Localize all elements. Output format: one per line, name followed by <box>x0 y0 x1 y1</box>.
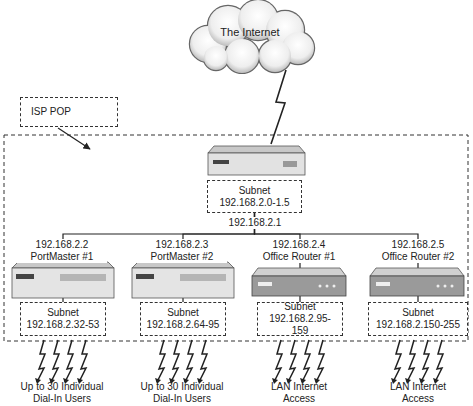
node-text: Subnet 192.168.2.95-159 <box>261 301 339 337</box>
node-text: ISP POP <box>31 106 71 118</box>
device-address: 192.168.2.3 <box>142 239 222 251</box>
user-note: Up to 30 Individual Dial-In Users <box>130 381 234 405</box>
device-name: Office Router #2 <box>370 251 466 263</box>
subnet-box: Subnet 192.168.2.95-159 <box>257 302 343 336</box>
device-address: 192.168.2.4 <box>259 239 339 251</box>
subnet-box: Subnet 192.168.2.32-53 <box>20 302 106 336</box>
device-name: Office Router #1 <box>251 251 347 263</box>
callout-box: ISP POP <box>20 97 118 127</box>
user-note: LAN Internet Access <box>381 381 455 405</box>
office-router-device <box>370 268 464 296</box>
user-note: Up to 30 Individual Dial-In Users <box>10 381 114 405</box>
pop-boundary <box>4 135 468 341</box>
core-router-device <box>208 146 305 175</box>
node-text: Subnet 192.168.2.0-1.5 <box>211 185 298 209</box>
wan-link-bolt <box>271 70 286 144</box>
internet-cloud: The Internet <box>180 0 320 74</box>
gateway-address: 192.168.2.1 <box>220 217 290 229</box>
node-text: The Internet <box>220 26 279 38</box>
portmaster-device <box>12 262 114 298</box>
office-router-device <box>252 268 346 296</box>
callout-arrow <box>58 128 90 149</box>
node-text: Subnet 192.168.2.64-95 <box>144 307 222 331</box>
portmaster-device <box>132 262 234 298</box>
device-address: 192.168.2.5 <box>378 239 458 251</box>
device-address: 192.168.2.2 <box>22 239 102 251</box>
node-text: Subnet 192.168.2.32-53 <box>24 307 102 331</box>
dial-link-bolts <box>35 340 443 384</box>
node-text: Subnet 192.168.2.150-255 <box>372 307 464 331</box>
device-name: PortMaster #2 <box>137 251 227 263</box>
subnet-box: Subnet 192.168.2.64-95 <box>140 302 226 336</box>
subnet-box: Subnet 192.168.2.0-1.5 <box>207 180 302 213</box>
user-note: LAN Internet Access <box>262 381 336 405</box>
subnet-box: Subnet 192.168.2.150-255 <box>368 302 468 336</box>
device-name: PortMaster #1 <box>17 251 107 263</box>
